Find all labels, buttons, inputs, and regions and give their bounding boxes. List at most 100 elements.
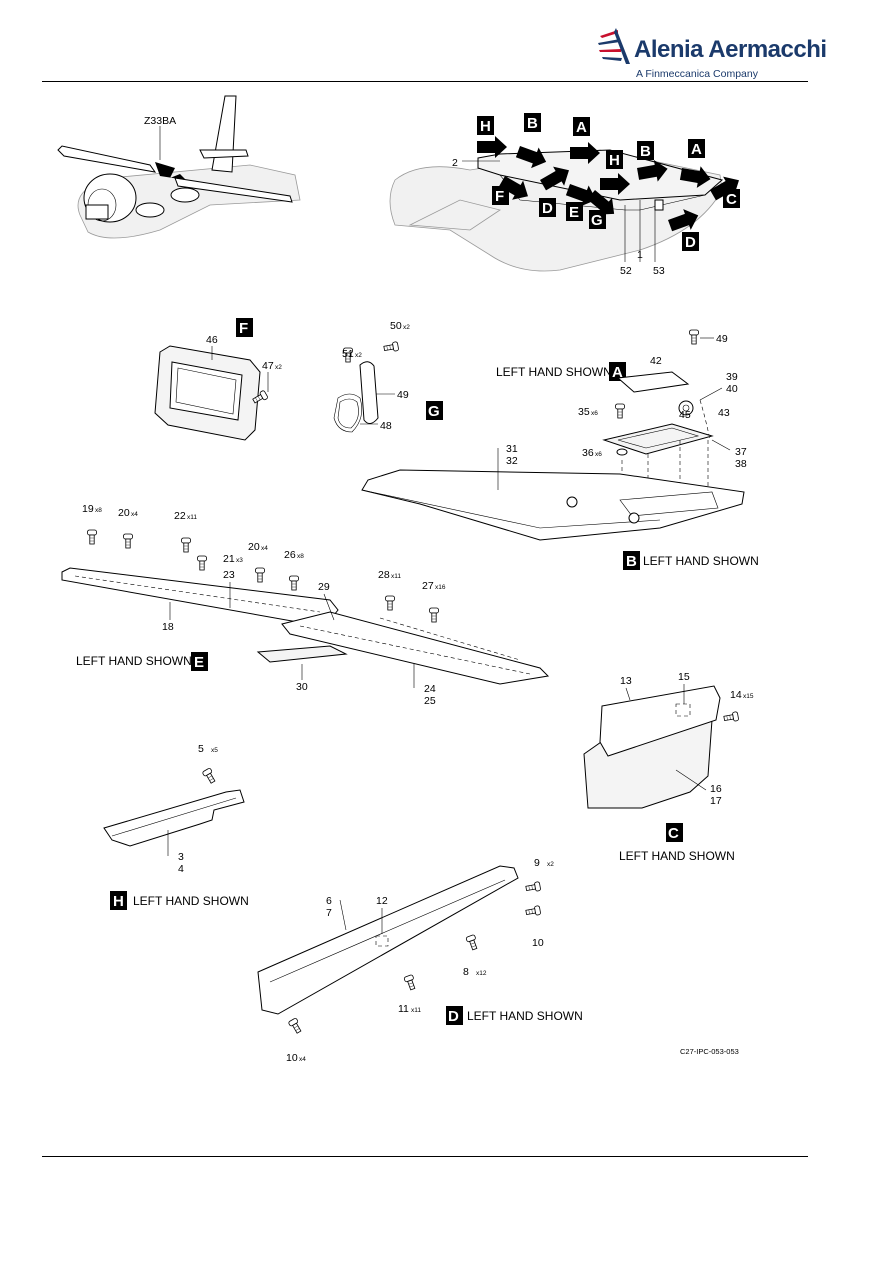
company-logo: Alenia Aermacchi A Finmeccanica Company [596, 26, 827, 82]
callout-label: H [480, 118, 491, 135]
callout-label: 27 [422, 580, 434, 592]
callout-label: 45 [679, 409, 691, 421]
callout-label: B [626, 553, 637, 570]
callout-label: LEFT HAND SHOWN [467, 1009, 583, 1023]
footer-rule [42, 1156, 808, 1157]
callout-label: 47 [262, 360, 274, 372]
callout-label: LEFT HAND SHOWN [643, 554, 759, 568]
callout-label: LEFT HAND SHOWN [619, 849, 735, 863]
callout-label: D [685, 234, 696, 251]
callout-label: x4 [299, 1056, 306, 1063]
view-tag-e-top: E [566, 202, 583, 221]
callout-label: E [569, 204, 579, 221]
callout-label: 40 [726, 383, 738, 395]
callout-label: x11 [391, 573, 401, 580]
callout-label: x2 [275, 364, 282, 371]
callout-label: x4 [131, 511, 138, 518]
view-e-strip-panels: 30 19 x8 20 x4 22 x11 21 x3 20 x4 26 x8 … [61, 503, 550, 707]
company-name: Alenia Aermacchi [634, 36, 827, 63]
callout-label: G [428, 403, 440, 420]
callout-label: 28 [378, 569, 390, 581]
callout-label: 37 [735, 446, 747, 458]
callout-label: x5 [211, 747, 218, 754]
header-rule [42, 81, 808, 82]
callout-label: F [495, 188, 504, 205]
view-tag-d-top1: D [539, 198, 556, 217]
callout-label: x11 [411, 1007, 421, 1014]
callout-label: 12 [376, 895, 388, 907]
callout-label: x8 [95, 507, 102, 514]
callout-label: 32 [506, 455, 518, 467]
callout-label: 17 [710, 795, 722, 807]
alenia-aermacchi-logo-icon [598, 28, 630, 64]
callout-label: x16 [435, 584, 446, 591]
callout-label: 26 [284, 549, 296, 561]
callout-label: D [542, 200, 553, 217]
callout-label: A [691, 141, 702, 158]
callout-label: 6 [326, 895, 332, 907]
view-tag-h-mid: H [606, 150, 623, 169]
callout-label: 42 [650, 355, 662, 367]
callout-label: x15 [743, 693, 754, 700]
callout-label: x6 [591, 410, 598, 417]
callout-label: 10 [286, 1052, 298, 1064]
callout-label: 4 [178, 863, 184, 875]
company-subtitle: A Finmeccanica Company [636, 68, 758, 80]
callout-label: 52 [620, 265, 632, 277]
callout-label: B [527, 115, 538, 132]
callout-label: 43 [718, 407, 730, 419]
callout-label: 51 [342, 348, 354, 360]
callout-label: x11 [187, 514, 197, 521]
view-tag-b: B [623, 551, 640, 570]
view-a-b-panel: LEFT HAND SHOWN A 49 42 39 40 45 43 35 x… [361, 329, 759, 570]
callout-label: B [640, 143, 651, 160]
view-tag-a-mid: A [688, 139, 705, 158]
callout-label: 2 [452, 157, 458, 169]
callout-label: LEFT HAND SHOWN [496, 365, 612, 379]
callout-label: 48 [380, 420, 392, 432]
callout-label: 21 [223, 553, 235, 565]
callout-label: 39 [726, 371, 738, 383]
callout-label: 3 [178, 851, 184, 863]
callout-label: 50 [390, 320, 402, 332]
view-tag-h-top: H [477, 116, 494, 135]
view-tag-h: H [110, 891, 127, 910]
callout-label: x6 [595, 451, 602, 458]
callout-label: 22 [174, 510, 186, 522]
view-tag-g: G [426, 401, 443, 420]
callout-label: 20 [118, 507, 130, 519]
view-d-spar-plate: 6 7 12 9 x2 10 8 x12 11 x11 10 x4 D LEFT… [257, 857, 583, 1064]
callout-label: 23 [223, 569, 235, 581]
view-c-rib: 13 15 14 x15 16 17 C LEFT HAND SHOWN [583, 671, 754, 863]
callout-label: 16 [710, 783, 722, 795]
view-tag-c-top: C [723, 189, 740, 208]
callout-label: 29 [318, 581, 330, 593]
callout-label: 13 [620, 675, 632, 687]
callout-label: 35 [578, 406, 590, 418]
callout-label: 46 [206, 334, 218, 346]
callout-label: 11 [398, 1003, 409, 1015]
callout-label: 24 [424, 683, 436, 695]
callout-label: 8 [463, 966, 469, 978]
callout-label: LEFT HAND SHOWN [133, 894, 249, 908]
zone-label: Z33BA [144, 115, 176, 127]
callout-label: 38 [735, 458, 747, 470]
view-tag-c: C [666, 823, 683, 842]
callout-label: 25 [424, 695, 436, 707]
view-tag-f-top: F [492, 186, 509, 205]
callout-label: x3 [236, 557, 243, 564]
view-tag-a-top: A [573, 117, 590, 136]
callout-label: 30 [296, 681, 308, 693]
callout-label: 15 [678, 671, 690, 683]
callout-label: G [591, 212, 603, 229]
callout-label: x8 [297, 553, 304, 560]
callout-label: 9 [534, 857, 540, 869]
figure-code: C27-IPC-053-053 [680, 1047, 739, 1056]
view-tag-b-mid: B [637, 141, 654, 160]
callout-label: 49 [716, 333, 728, 345]
view-tag-d-top2: D [682, 232, 699, 251]
callout-label: F [239, 320, 248, 337]
callout-label: 19 [82, 503, 94, 515]
callout-label: 10 [532, 937, 544, 949]
